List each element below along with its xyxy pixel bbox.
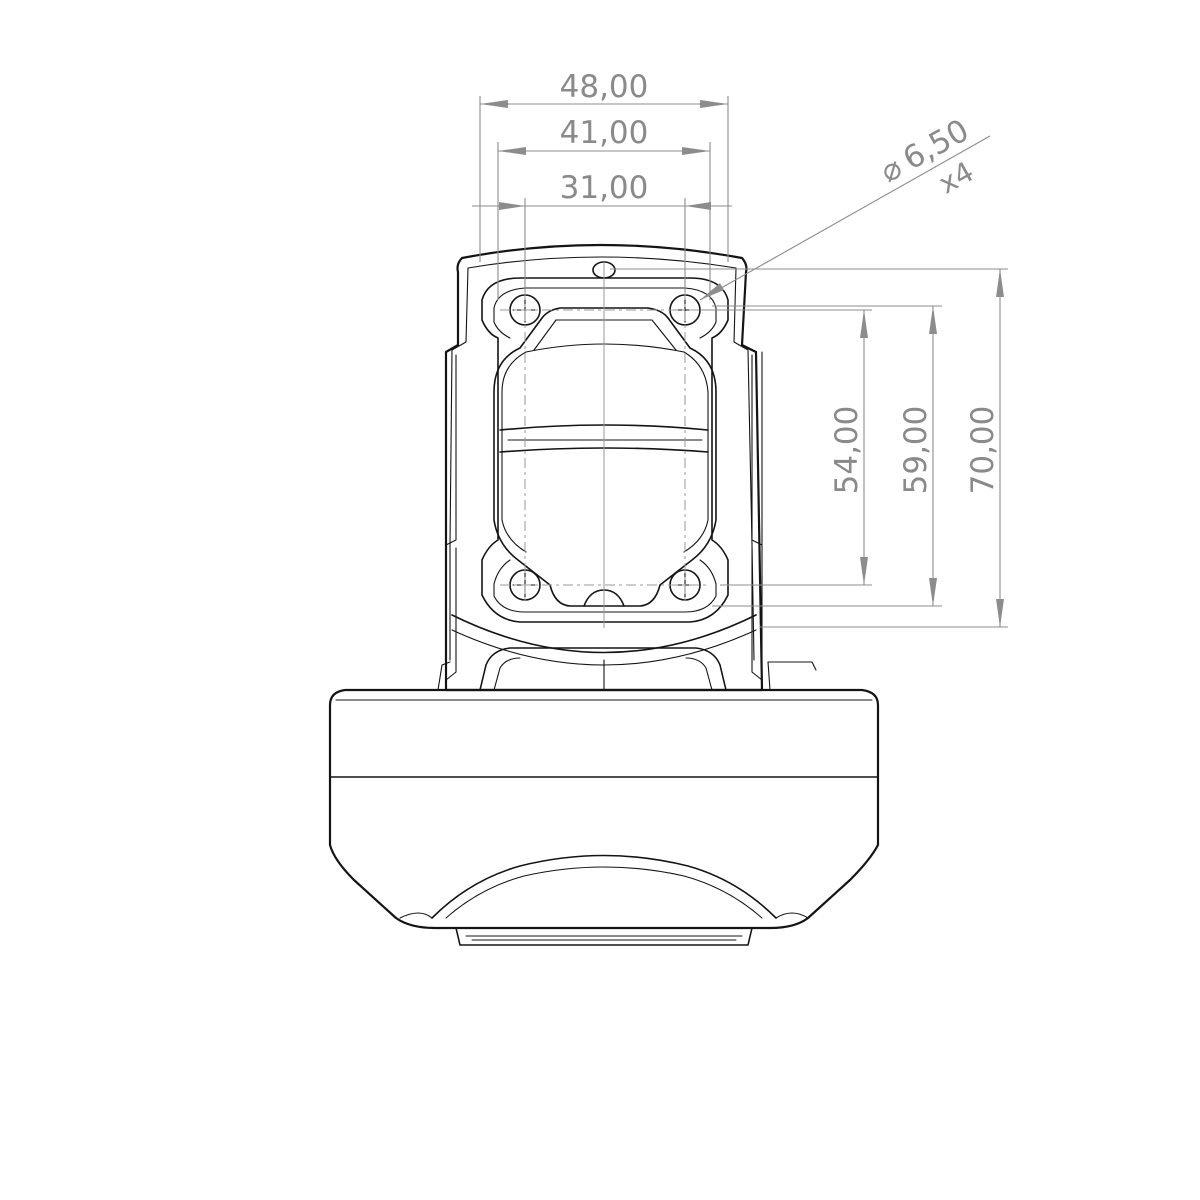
- dimension-59-label: 59,00: [898, 406, 934, 495]
- dimension-48: 48,00: [479, 69, 729, 262]
- dimension-59: 59,00: [712, 305, 942, 607]
- dimension-41-label: 41,00: [560, 115, 649, 151]
- dimension-48-label: 48,00: [560, 69, 649, 105]
- dimension-41: 41,00: [497, 115, 711, 300]
- mount-plate: [437, 243, 817, 692]
- dimension-54-label: 54,00: [829, 406, 865, 495]
- dimension-70-label: 70,00: [965, 406, 1001, 495]
- dimension-31-label: 31,00: [560, 170, 649, 206]
- flange-outline: [481, 277, 729, 623]
- dimension-70: 70,00: [610, 268, 1008, 628]
- base-body: [328, 688, 880, 946]
- diameter-callout: ⌀ 6,50 x4: [699, 112, 991, 301]
- recess-outline: [493, 307, 717, 607]
- dimension-31: 31,00: [472, 170, 732, 292]
- dimension-54: 54,00: [700, 309, 872, 586]
